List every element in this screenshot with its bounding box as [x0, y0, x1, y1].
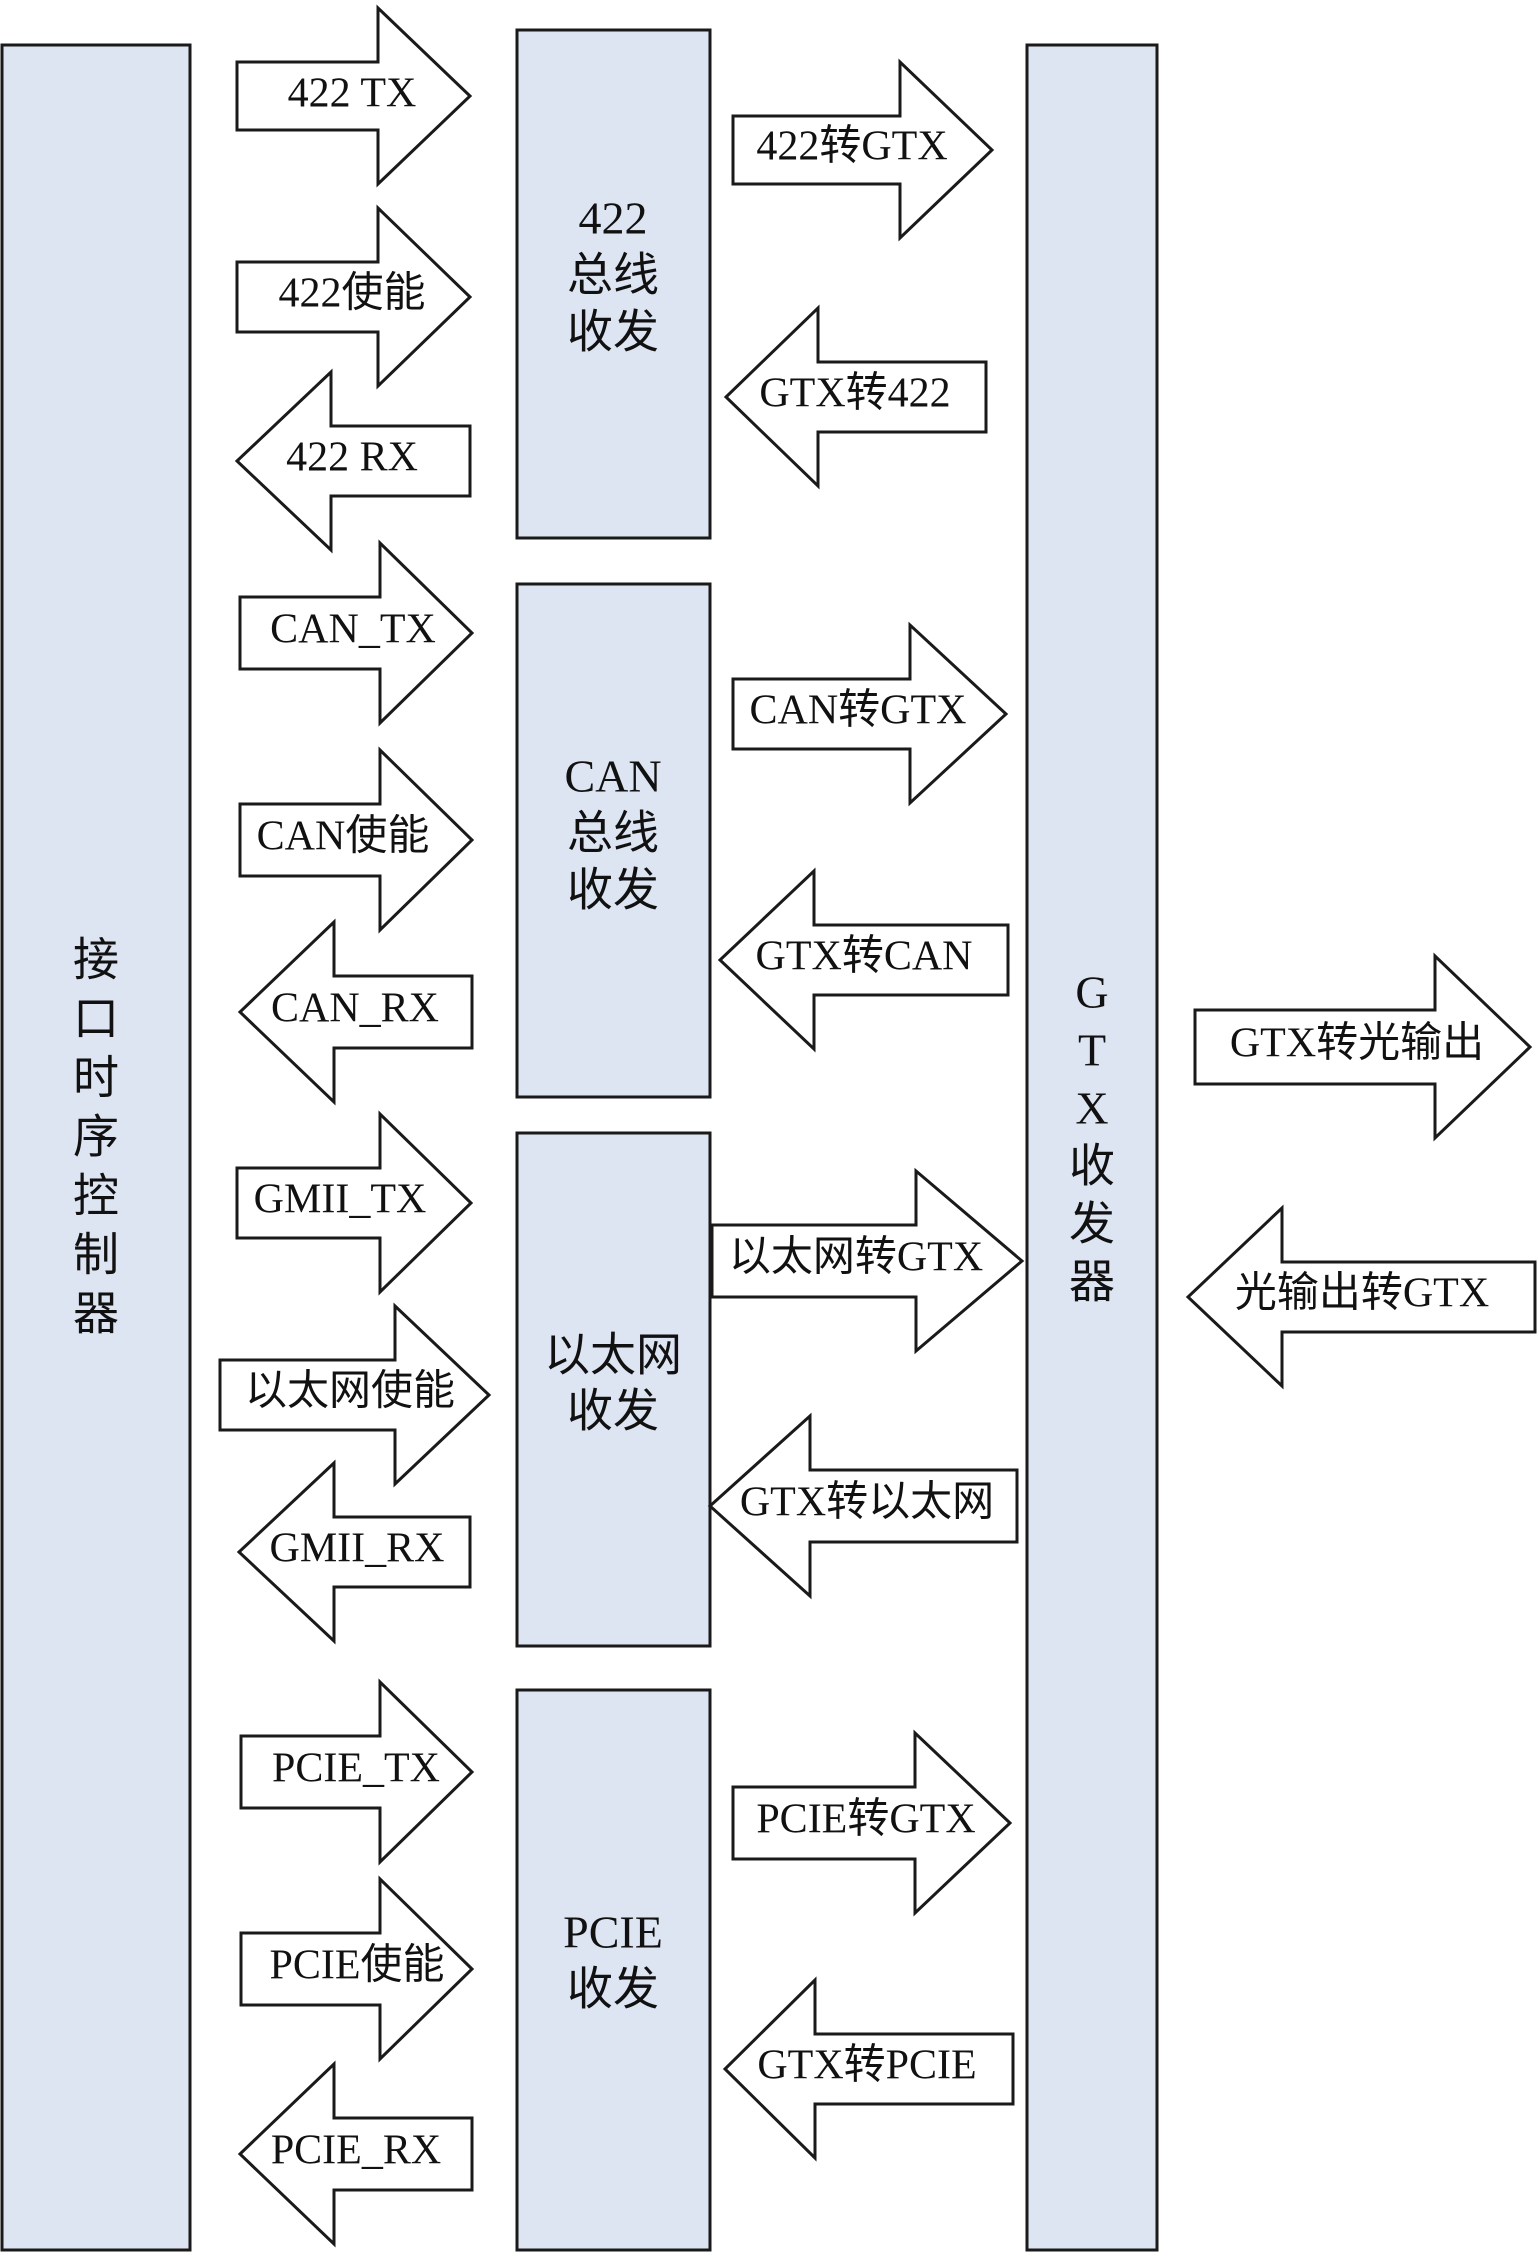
gtx-label-char-5: 发 [1069, 1199, 1115, 1250]
bus422-label-line-2: 总线 [567, 250, 659, 301]
arrow-ethernet-enable-label: 以太网使能 [245, 1369, 455, 1415]
arrow-pcie-to-gtx-label: PCIE转GTX [756, 1797, 975, 1843]
gtx-label-char-1: G [1075, 967, 1108, 1018]
arrow-422-tx-label: 422 TX [288, 71, 417, 117]
arrow-422-to-gtx: 422转GTX [731, 58, 995, 242]
controller-label-char-3: 时 [73, 1053, 119, 1104]
arrow-gtx-to-422-label: GTX转422 [759, 371, 950, 417]
controller-label-char-1: 接 [73, 935, 119, 986]
controller-label-char-6: 制 [73, 1230, 119, 1281]
arrow-ethernet-enable: 以太网使能 [218, 1302, 492, 1488]
arrow-can-rx-label: CAN_RX [271, 986, 439, 1032]
arrow-gtx-to-422: GTX转422 [723, 304, 988, 490]
arrow-gmii-tx-label: GMII_TX [254, 1177, 427, 1223]
arrow-pcie-to-gtx: PCIE转GTX [731, 1729, 1013, 1917]
arrow-pcie-rx-label: PCIE_RX [271, 2128, 441, 2174]
ethernet-transceiver-block: 以太网 收发 [515, 1131, 712, 1648]
arrow-can-to-gtx-label: CAN转GTX [750, 688, 967, 734]
can-label-line-3: 收发 [567, 865, 659, 916]
gtx-label-char-2: T [1078, 1025, 1106, 1076]
controller-label-char-4: 序 [73, 1112, 119, 1163]
arrow-pcie-enable-label: PCIE使能 [269, 1943, 444, 1989]
arrow-gtx-to-can: GTX转CAN [717, 867, 1010, 1053]
arrow-gtx-to-optical-output-label: GTX转光输出 [1230, 1021, 1484, 1067]
arrow-422-tx: 422 TX [235, 4, 473, 188]
gtx-label-char-4: 收 [1069, 1141, 1115, 1192]
bus422-label-line-1: 422 [579, 193, 648, 244]
arrow-gtx-to-ethernet-label: GTX转以太网 [740, 1480, 994, 1526]
gtx-label-char-6: 器 [1069, 1257, 1115, 1308]
gtx-transceiver-block: G T X 收 发 器 [1025, 43, 1159, 2252]
arrow-can-enable-label: CAN使能 [257, 814, 430, 860]
arrow-gmii-rx-label: GMII_RX [270, 1526, 445, 1572]
controller-label-char-7: 器 [73, 1289, 119, 1340]
arrow-pcie-tx-label: PCIE_TX [272, 1746, 440, 1792]
bus422-transceiver-block: 422 总线 收发 [515, 28, 712, 540]
arrow-422-to-gtx-label: 422转GTX [756, 124, 947, 170]
arrow-422-rx-label: 422 RX [286, 435, 418, 481]
arrow-pcie-enable: PCIE使能 [239, 1875, 475, 2063]
can-label-line-2: 总线 [567, 808, 659, 859]
arrow-can-tx: CAN_TX [238, 539, 475, 727]
controller-label-char-2: 口 [73, 994, 119, 1045]
arrow-gtx-to-optical-output: GTX转光输出 [1193, 952, 1533, 1142]
can-transceiver-block: CAN 总线 收发 [515, 582, 712, 1099]
ethernet-label-line-2: 收发 [567, 1386, 659, 1437]
arrow-optical-output-to-gtx: 光输出转GTX [1185, 1204, 1537, 1390]
arrow-can-enable: CAN使能 [238, 746, 475, 934]
arrow-gmii-rx: GMII_RX [236, 1459, 472, 1645]
arrow-can-tx-label: CAN_TX [270, 607, 436, 653]
interface-timing-controller-block: 接 口 时 序 控 制 器 [0, 43, 192, 2252]
pcie-label-line-2: 收发 [567, 1964, 659, 2015]
arrow-can-rx: CAN_RX [237, 918, 474, 1106]
can-label-line-1: CAN [564, 751, 661, 802]
arrow-can-to-gtx: CAN转GTX [731, 621, 1009, 807]
arrow-gtx-to-can-label: GTX转CAN [756, 934, 973, 980]
arrow-gtx-to-pcie: GTX转PCIE [722, 1976, 1015, 2162]
arrow-pcie-tx: PCIE_TX [239, 1678, 475, 1866]
arrow-optical-output-to-gtx-label: 光输出转GTX [1235, 1271, 1489, 1317]
pcie-label-line-1: PCIE [563, 1907, 663, 1958]
controller-label-char-5: 控 [73, 1171, 119, 1222]
gtx-label-char-3: X [1075, 1083, 1108, 1134]
arrow-422-rx: 422 RX [234, 368, 472, 554]
arrow-422-enable: 422使能 [235, 204, 473, 390]
arrow-pcie-rx: PCIE_RX [237, 2060, 474, 2248]
arrow-gtx-to-ethernet: GTX转以太网 [707, 1412, 1019, 1600]
arrow-ethernet-to-gtx: 以太网转GTX [710, 1167, 1025, 1355]
arrow-gmii-tx: GMII_TX [235, 1110, 474, 1296]
pcie-transceiver-block: PCIE 收发 [515, 1688, 712, 2252]
ethernet-label-line-1: 以太网 [544, 1330, 682, 1381]
arrow-gtx-to-pcie-label: GTX转PCIE [757, 2043, 976, 2089]
bus422-label-line-3: 收发 [567, 307, 659, 358]
arrow-ethernet-to-gtx-label: 以太网转GTX [729, 1235, 983, 1281]
arrow-422-enable-label: 422使能 [278, 271, 425, 317]
